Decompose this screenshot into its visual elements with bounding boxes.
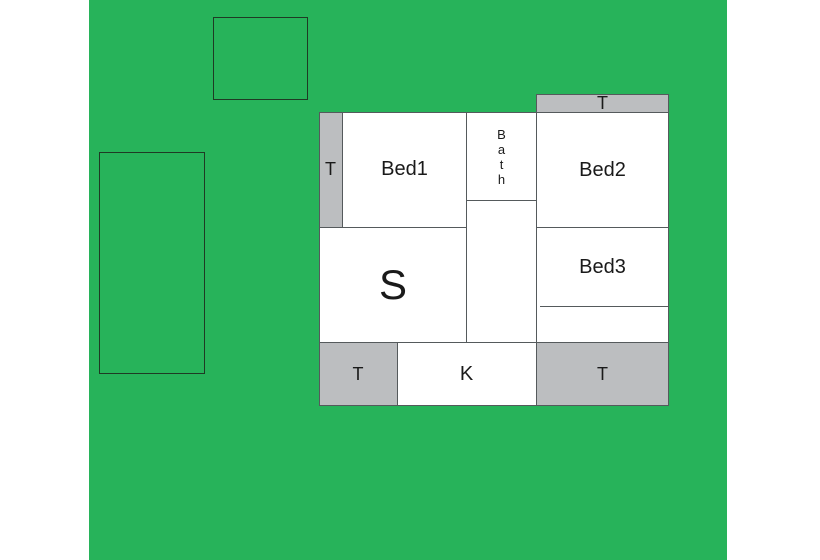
wall bbox=[319, 342, 669, 343]
wall bbox=[668, 94, 669, 406]
wall bbox=[319, 227, 467, 228]
wall bbox=[319, 405, 669, 406]
room-bed2: Bed2 bbox=[536, 113, 669, 227]
room-living: S bbox=[319, 227, 467, 342]
terrace-bottom-left-label: T bbox=[352, 363, 364, 384]
terrace-top-label: T bbox=[597, 93, 608, 113]
bath-letter: a bbox=[497, 141, 506, 157]
wall bbox=[319, 112, 320, 406]
wall bbox=[536, 227, 669, 228]
terrace-top: T bbox=[536, 93, 669, 113]
room-bed1: Bed1 bbox=[342, 112, 467, 227]
terrace-bottom-right: T bbox=[536, 342, 669, 406]
room-living-label: S bbox=[378, 260, 407, 308]
wall bbox=[536, 94, 537, 113]
terrace-left-label: T bbox=[325, 159, 336, 179]
room-kitchen: K bbox=[397, 342, 536, 406]
terrace-left: T bbox=[319, 112, 342, 227]
bath-letter: B bbox=[497, 126, 506, 142]
wall bbox=[319, 112, 537, 113]
room-bed3-label: Bed3 bbox=[579, 255, 626, 278]
large-outbuilding bbox=[99, 152, 205, 374]
room-bed3: Bed3 bbox=[536, 227, 669, 307]
wall bbox=[536, 112, 669, 113]
room-bed2-label: Bed2 bbox=[579, 158, 626, 181]
room-kitchen-label: K bbox=[459, 362, 474, 385]
terrace-bottom-right-label: T bbox=[597, 363, 608, 384]
room-bath: B a t h bbox=[467, 112, 536, 201]
bath-letter: t bbox=[499, 156, 504, 172]
terrace-bottom-left: T bbox=[319, 342, 397, 406]
corridor-space bbox=[536, 307, 669, 342]
wall bbox=[397, 342, 398, 406]
wall bbox=[536, 94, 669, 95]
hallway bbox=[467, 201, 536, 342]
bath-letter: h bbox=[497, 171, 506, 187]
room-bed1-label: Bed1 bbox=[381, 158, 428, 180]
wall bbox=[536, 112, 537, 406]
wall bbox=[342, 112, 343, 227]
small-outbuilding bbox=[213, 17, 308, 100]
wall bbox=[540, 306, 669, 307]
wall bbox=[467, 200, 536, 201]
